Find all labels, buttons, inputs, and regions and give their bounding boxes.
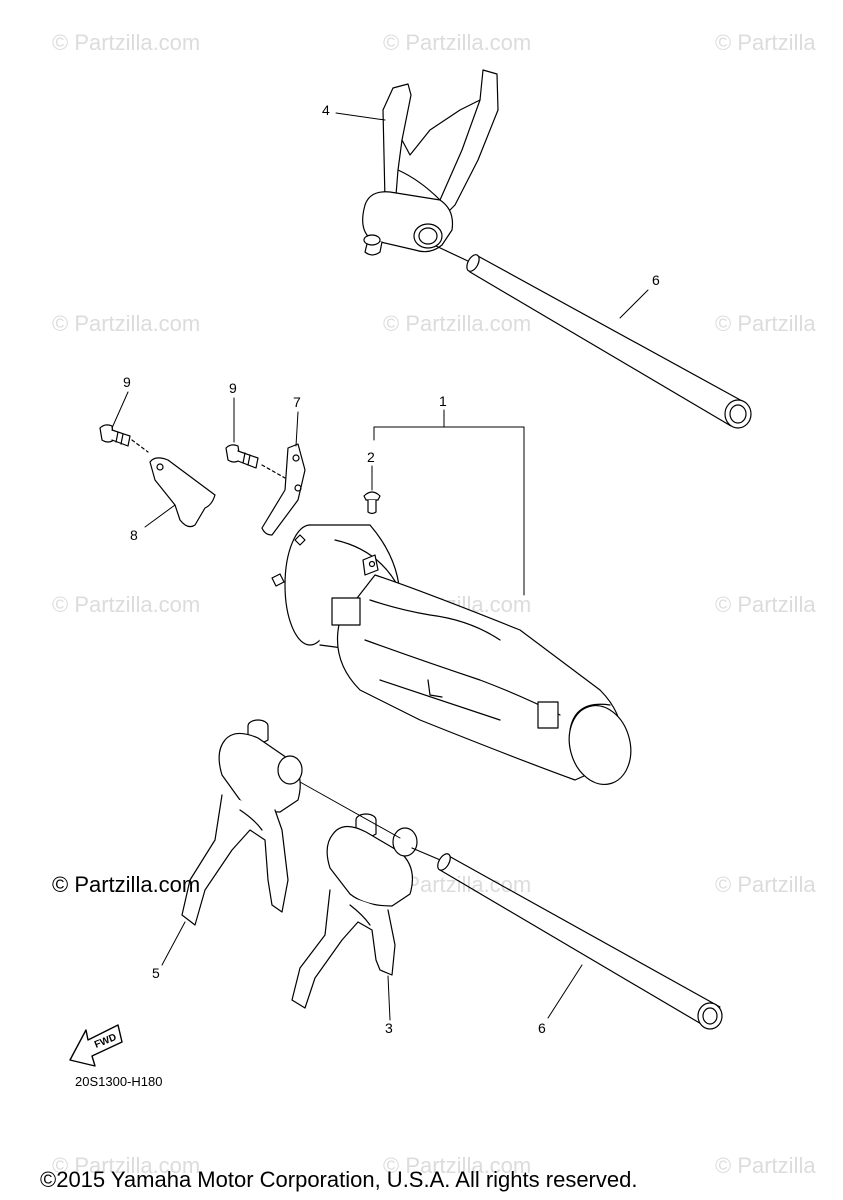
callout-2: 2 bbox=[367, 449, 375, 465]
shift-rod-6-top bbox=[435, 245, 752, 429]
copyright-notice: ©2015 Yamaha Motor Corporation, U.S.A. A… bbox=[40, 1167, 638, 1192]
callout-8: 8 bbox=[130, 527, 138, 543]
watermark: © Partzilla.com bbox=[52, 1153, 201, 1178]
bolt-9-left bbox=[99, 424, 149, 453]
watermark: © Partzilla bbox=[715, 1153, 816, 1178]
watermark: © Partzilla.com bbox=[52, 592, 201, 617]
watermark: © Partzilla.com bbox=[383, 311, 532, 336]
callout-4: 4 bbox=[322, 102, 330, 118]
shift-fork-5 bbox=[181, 719, 303, 926]
pin-2 bbox=[363, 491, 381, 515]
callout-7: 7 bbox=[293, 394, 301, 410]
plate-7 bbox=[261, 443, 306, 536]
shift-drum-1 bbox=[271, 524, 632, 786]
shift-rod-6-bottom bbox=[411, 847, 723, 1030]
watermark: © Partzilla bbox=[715, 872, 816, 897]
watermark: © Partzilla.com bbox=[383, 1153, 532, 1178]
callout-6-top: 6 bbox=[652, 272, 660, 288]
watermark: © Partzilla bbox=[715, 311, 816, 336]
callout-9-left: 9 bbox=[123, 374, 131, 390]
diagram-code: 20S1300-H180 bbox=[75, 1074, 163, 1089]
leader-lines bbox=[111, 112, 649, 1021]
alignment-line bbox=[299, 781, 401, 839]
watermark: © Partzilla.com bbox=[52, 311, 201, 336]
callout-bracket-1 bbox=[371, 409, 525, 596]
callout-9-right: 9 bbox=[229, 380, 237, 396]
bolt-9-right bbox=[225, 444, 286, 479]
main-watermark: © Partzilla.com bbox=[52, 872, 201, 897]
plate-8 bbox=[149, 457, 216, 528]
callout-1: 1 bbox=[439, 393, 447, 409]
callout-6-bottom: 6 bbox=[538, 1020, 546, 1036]
fwd-arrow-icon: FWD bbox=[69, 1024, 123, 1067]
shift-fork-4 bbox=[362, 69, 499, 256]
callout-5: 5 bbox=[152, 965, 160, 981]
watermark: © Partzilla.com bbox=[52, 30, 201, 55]
shift-fork-3 bbox=[291, 813, 418, 1009]
callout-3: 3 bbox=[385, 1020, 393, 1036]
watermark: © Partzilla.com bbox=[383, 30, 532, 55]
watermark: © Partzilla bbox=[715, 592, 816, 617]
watermark: © Partzilla bbox=[715, 30, 816, 55]
